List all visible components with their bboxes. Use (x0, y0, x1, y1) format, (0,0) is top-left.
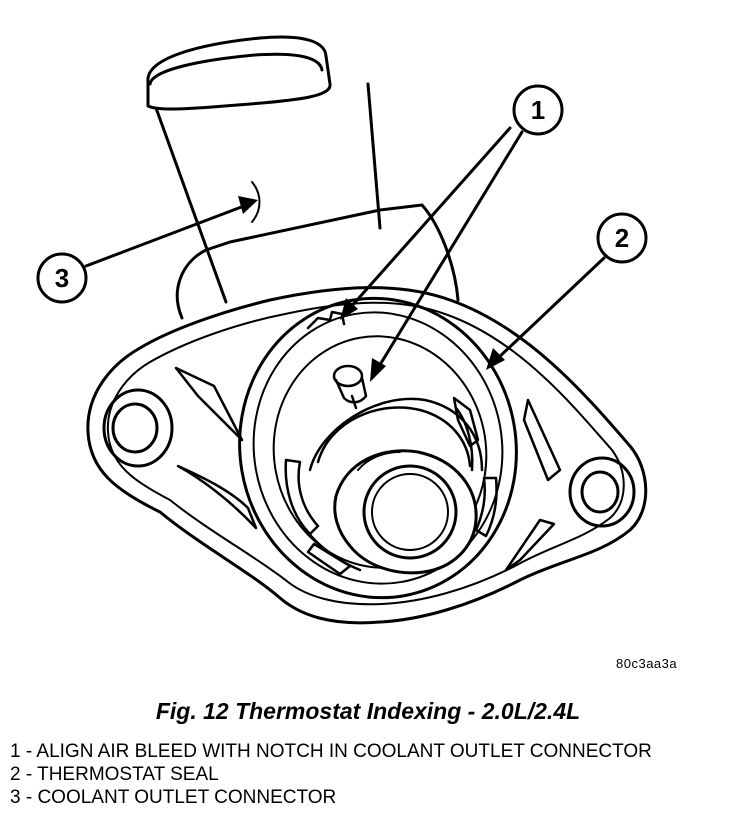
right-bolt-hole (568, 456, 636, 528)
air-bleed (332, 364, 368, 410)
legend-item-1: 1 - ALIGN AIR BLEED WITH NOTCH IN COOLAN… (10, 741, 652, 762)
thermostat-diagram: 1 2 3 (36, 35, 648, 625)
callout-2-number: 2 (615, 223, 629, 253)
figure-caption: Fig. 12 Thermostat Indexing - 2.0L/2.4L (155, 698, 581, 724)
arrowhead-1a (340, 298, 358, 320)
arrowhead-2 (486, 348, 505, 370)
outlet-flange (86, 286, 648, 625)
callout-1-circle (512, 84, 564, 136)
figure-id: 80c3aa3a (616, 656, 678, 671)
callout-2-circle (596, 212, 648, 264)
outlet-neck (146, 35, 382, 304)
callout-1-number: 1 (531, 95, 545, 125)
legend-item-3: 3 - COOLANT OUTLET CONNECTOR (10, 787, 337, 808)
arrowhead-3 (238, 196, 258, 214)
thermostat-frame (284, 396, 498, 576)
arrowhead-1b (370, 358, 386, 382)
legend-item-2: 2 - THERMOSTAT SEAL (10, 764, 219, 785)
thermostat-seal-inner (252, 311, 504, 585)
right-gusset (504, 398, 562, 572)
left-gusset (174, 366, 258, 530)
thermostat-valve (333, 449, 478, 575)
left-bolt-hole (102, 388, 174, 468)
callout-3-circle (36, 252, 88, 304)
flange-rim (106, 301, 625, 606)
callout-leaders (84, 126, 606, 370)
thermostat-seal (238, 296, 518, 600)
legend: 1 - ALIGN AIR BLEED WITH NOTCH IN COOLAN… (10, 740, 710, 809)
callout-3-number: 3 (55, 263, 69, 293)
